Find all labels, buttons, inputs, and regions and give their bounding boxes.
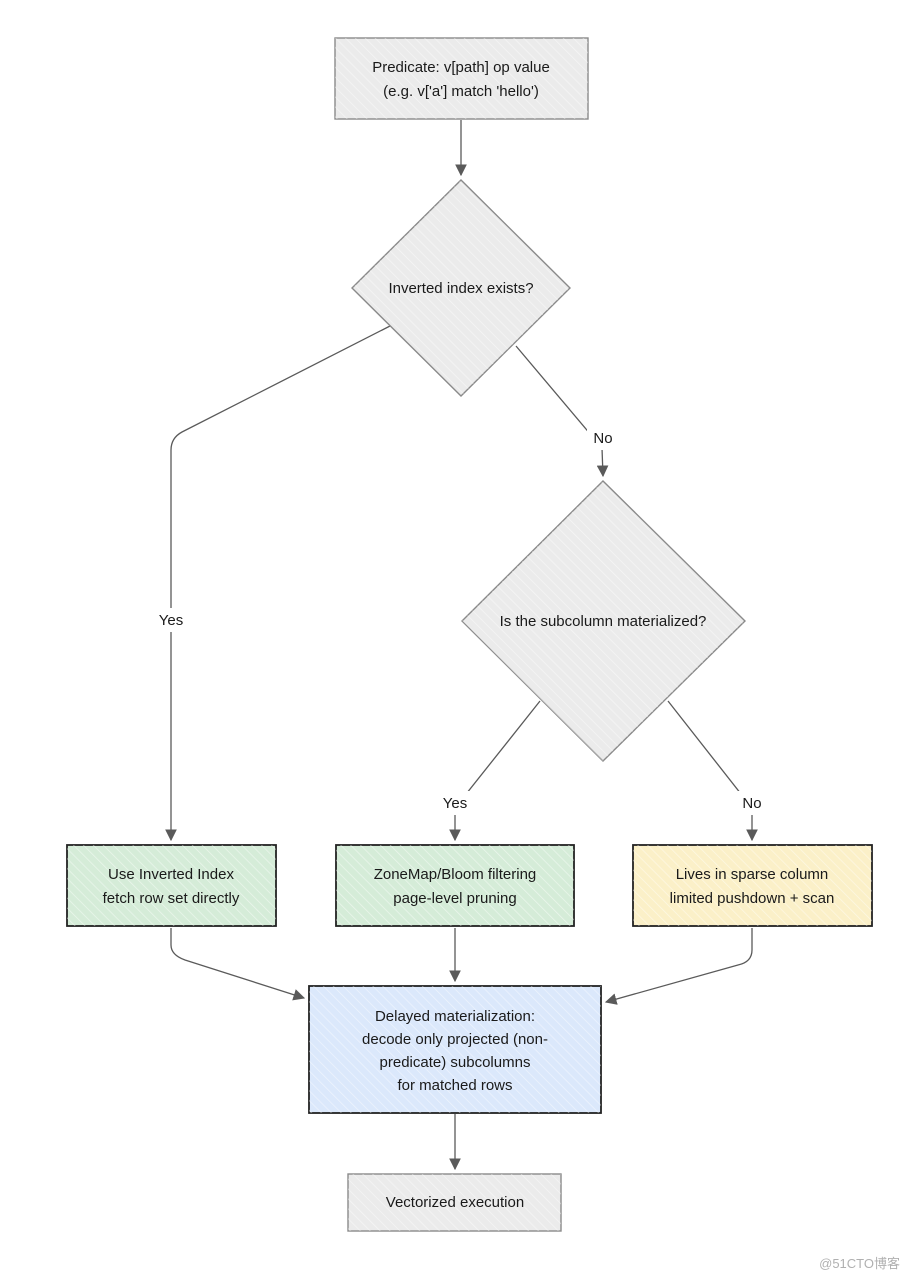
delayed-materialization-line-3: predicate) subcolumns bbox=[380, 1054, 531, 1071]
edge-inverted-yes bbox=[165, 325, 391, 842]
zonemap-bloom-line-2: page-level pruning bbox=[393, 890, 516, 907]
inverted-index-decision: Inverted index exists? bbox=[351, 179, 571, 397]
subcolumn-decision: Is the subcolumn materialized? bbox=[461, 480, 746, 762]
delayed-materialization-node: Delayed materialization: decode only pro… bbox=[308, 985, 602, 1114]
use-inverted-index-node: Use Inverted Index fetch row set directl… bbox=[66, 844, 277, 927]
edge-inverted-no bbox=[515, 345, 609, 478]
vectorized-execution-node: Vectorized execution bbox=[347, 1173, 562, 1232]
subcolumn-question: Is the subcolumn materialized? bbox=[500, 613, 707, 630]
edge-subcolumn-yes bbox=[449, 700, 541, 842]
sparse-column-line-1: Lives in sparse column bbox=[676, 866, 829, 883]
use-inverted-index-line-2: fetch row set directly bbox=[103, 890, 240, 907]
delayed-materialization-line-2: decode only projected (non- bbox=[362, 1031, 548, 1048]
edge-label-subcolumn-yes: Yes bbox=[443, 795, 467, 812]
inverted-index-question: Inverted index exists? bbox=[388, 280, 533, 297]
predicate-line-2: (e.g. v['a'] match 'hello') bbox=[383, 83, 539, 100]
edge-label-inverted-no: No bbox=[593, 430, 612, 447]
edge-sparse-to-delayed bbox=[604, 928, 753, 1005]
watermark: @51CTO博客 bbox=[819, 1256, 900, 1271]
edge-subcolumn-no bbox=[667, 700, 758, 842]
edge-label-subcolumn-no: No bbox=[742, 795, 761, 812]
predicate-node: Predicate: v[path] op value (e.g. v['a']… bbox=[334, 37, 589, 120]
delayed-materialization-line-1: Delayed materialization: bbox=[375, 1008, 535, 1025]
predicate-line-1: Predicate: v[path] op value bbox=[372, 59, 550, 76]
sparse-column-line-2: limited pushdown + scan bbox=[670, 890, 835, 907]
zonemap-bloom-line-1: ZoneMap/Bloom filtering bbox=[374, 866, 537, 883]
use-inverted-index-line-1: Use Inverted Index bbox=[108, 866, 234, 883]
sparse-column-node: Lives in sparse column limited pushdown … bbox=[632, 844, 873, 927]
edge-labels: Yes No Yes No bbox=[152, 426, 768, 815]
vectorized-execution-label: Vectorized execution bbox=[386, 1194, 524, 1211]
edge-label-inverted-yes: Yes bbox=[159, 612, 183, 629]
edge-inverted-index-to-delayed bbox=[170, 928, 306, 1001]
zonemap-bloom-node: ZoneMap/Bloom filtering page-level pruni… bbox=[335, 844, 575, 927]
delayed-materialization-line-4: for matched rows bbox=[397, 1077, 512, 1094]
